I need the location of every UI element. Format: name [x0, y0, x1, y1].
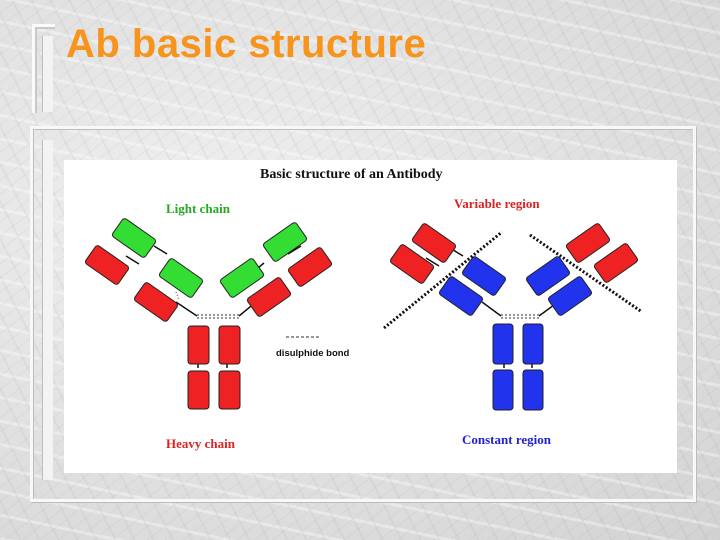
variable-region-domain	[565, 223, 610, 264]
light-chain-constant-domain	[158, 258, 203, 299]
heavy-chain-constant-domain	[188, 326, 209, 364]
antibody-right	[384, 223, 642, 410]
heavy-chain-constant-domain	[188, 371, 209, 409]
light-chain-variable-domain	[262, 222, 307, 263]
hinge-line	[176, 302, 197, 316]
antibody-diagram-svg: Basic structure of an Antibody	[64, 160, 677, 473]
decorative-bar	[42, 140, 53, 480]
slide-title: Ab basic structure	[66, 22, 426, 67]
heavy-chain-variable-domain	[287, 247, 332, 288]
antibody-left: disulphide bond	[84, 218, 349, 409]
hinge-line	[482, 302, 501, 316]
variable-region-label: Variable region	[454, 196, 540, 211]
antibody-diagram: Basic structure of an Antibody	[64, 160, 677, 473]
domain-link	[126, 256, 139, 264]
diagram-title: Basic structure of an Antibody	[260, 167, 443, 182]
heavy-chain-label: Heavy chain	[166, 436, 236, 451]
constant-region-domain	[523, 370, 543, 410]
heavy-chain-constant-domain	[219, 371, 240, 409]
heavy-chain-constant-domain	[133, 282, 178, 323]
disulphide-line	[176, 292, 179, 300]
decorative-bar	[42, 36, 53, 112]
light-chain-label: Light chain	[166, 201, 231, 216]
disulphide-bond-label: disulphide bond	[276, 348, 350, 359]
heavy-chain-variable-domain	[84, 245, 129, 286]
light-chain-variable-domain	[111, 218, 156, 259]
constant-region-domain	[493, 324, 513, 364]
heavy-chain-constant-domain	[219, 326, 240, 364]
variable-region-domain	[593, 243, 638, 284]
constant-region-domain	[493, 370, 513, 410]
constant-region-label: Constant region	[462, 432, 552, 447]
constant-region-domain	[523, 324, 543, 364]
domain-link	[154, 246, 167, 254]
